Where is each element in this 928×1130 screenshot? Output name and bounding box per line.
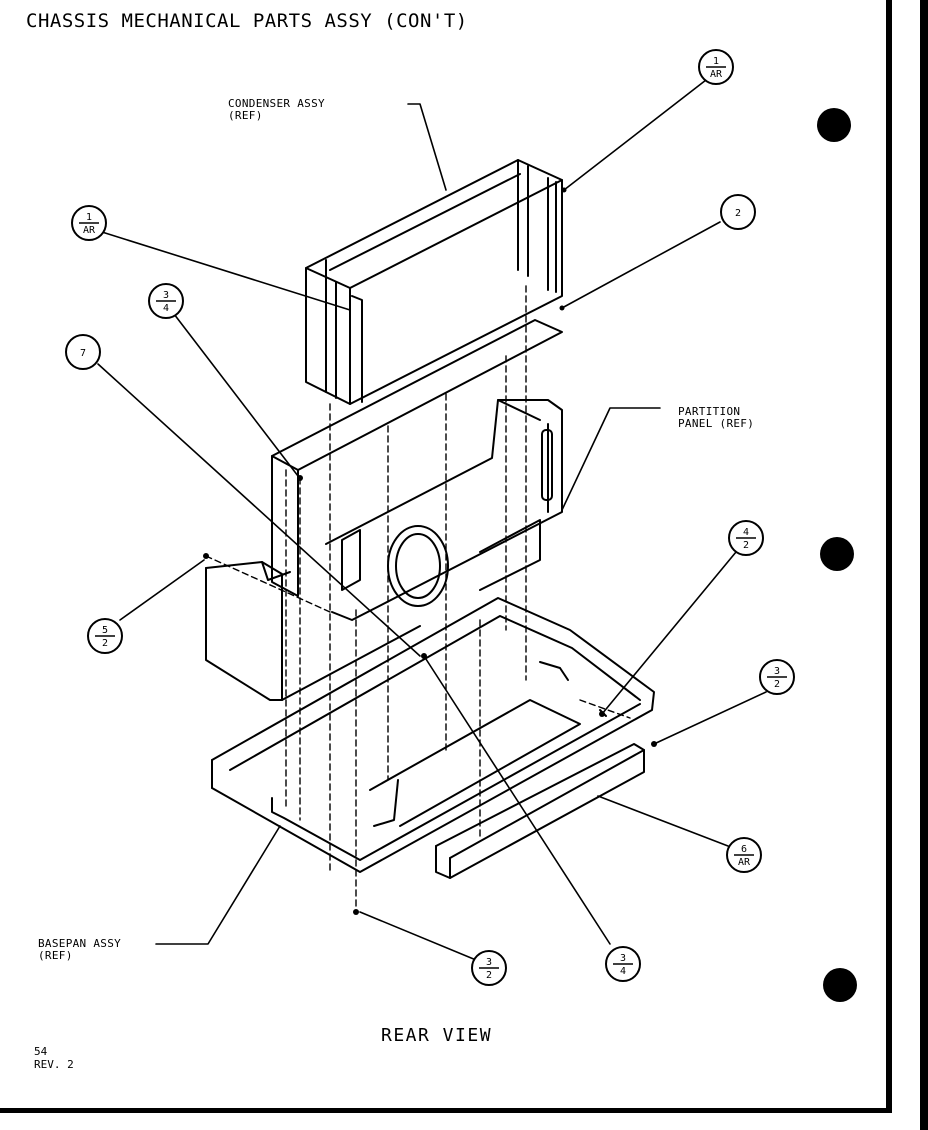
partition-panel-label: PARTITION [678, 405, 741, 418]
callout-top-text: 1 [86, 212, 92, 223]
callout-bottom-text: 2 [486, 970, 492, 981]
callout-1-ar-left: 1AR [71, 205, 107, 241]
callout-number-text: 7 [80, 348, 86, 359]
callout-top-text: 3 [486, 957, 492, 968]
callout-7: 7 [65, 334, 101, 370]
callout-top-text: 1 [713, 56, 719, 67]
leader-lines [97, 79, 767, 961]
page-number: 54 [34, 1045, 48, 1058]
condenser-assy-ref-label: (REF) [228, 109, 263, 122]
callout-bottom-text: AR [710, 69, 723, 80]
basepan-rail [435, 743, 645, 879]
control-box [205, 561, 421, 701]
callout-6-ar: 6AR [726, 837, 762, 873]
callout-bottom-text: 4 [163, 303, 169, 314]
callout-bottom-text: 2 [743, 540, 749, 551]
callout-3-4-upper: 34 [148, 283, 184, 319]
callout-top-text: 3 [774, 666, 780, 677]
callout-3-4-lower: 34 [605, 946, 641, 982]
view-label: REAR VIEW [381, 1025, 493, 1046]
callout-3-2-right: 32 [759, 659, 795, 695]
basepan-assy-label: BASEPAN ASSY [38, 937, 122, 950]
condenser-assy-label: CONDENSER ASSY [228, 97, 325, 110]
callout-number-text: 2 [735, 208, 741, 219]
hardware-points [203, 187, 657, 915]
revision-label: REV. 2 [34, 1058, 74, 1071]
callout-1-ar-top: 1AR [698, 49, 734, 85]
callout-4-2: 42 [728, 520, 764, 556]
callout-top-text: 3 [620, 953, 626, 964]
binder-holes [817, 108, 857, 1002]
callout-bottom-text: 2 [102, 638, 108, 649]
callout-2: 2 [720, 194, 756, 230]
callout-top-text: 3 [163, 290, 169, 301]
callout-5-2: 52 [87, 618, 123, 654]
callout-bottom-text: AR [83, 225, 96, 236]
basepan-assy-ref-label: (REF) [38, 949, 73, 962]
callout-bottom-text: 2 [774, 679, 780, 690]
basepan-assy [211, 597, 655, 873]
callout-top-text: 5 [102, 625, 108, 636]
callout-circle [720, 194, 756, 230]
partition-panel [271, 319, 563, 621]
callout-circle [65, 334, 101, 370]
callout-top-text: 6 [741, 844, 747, 855]
callout-bottom-text: AR [738, 857, 751, 868]
callout-top-text: 4 [743, 527, 749, 538]
condenser-assy [305, 159, 563, 405]
callout-3-2-bottom: 32 [471, 950, 507, 986]
page-title: CHASSIS MECHANICAL PARTS ASSY (CON'T) [26, 10, 468, 32]
partition-panel-ref-label: PANEL (REF) [678, 417, 755, 430]
callout-bottom-text: 4 [620, 966, 626, 977]
